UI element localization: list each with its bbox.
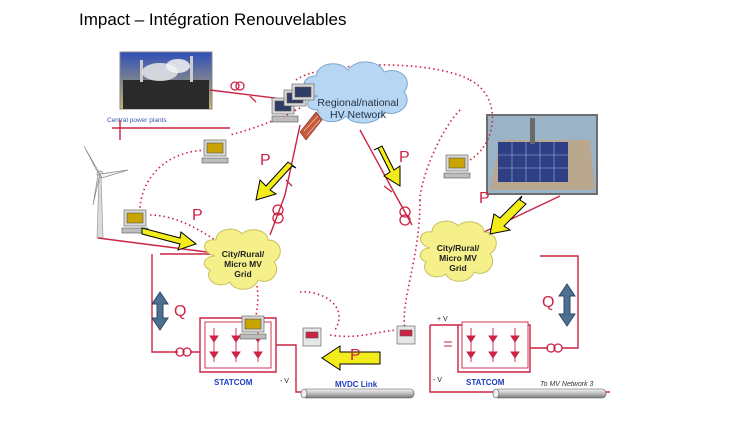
grid-left-line1: City/Rural/: [222, 249, 265, 259]
transformer-icons: [175, 81, 563, 357]
mvdc-cable: [300, 388, 415, 399]
p-label-mvdc: P: [350, 347, 361, 364]
p-label-solar: P: [479, 190, 490, 207]
meter-right-icon: [396, 325, 416, 345]
power-plant-label: Central power plants: [107, 117, 167, 124]
page-title: Impact – Intégration Renouvelables: [79, 10, 347, 29]
computer-hv-icon: [271, 83, 315, 123]
computer-statcom-icon: [239, 315, 267, 340]
p-arrow-hv-to-right: [373, 145, 401, 187]
p-arrow-mvdc: [321, 345, 381, 371]
plus-v-right: + V: [437, 316, 448, 323]
wind-turbine-icon: [83, 145, 129, 239]
firewall-icon: [299, 111, 323, 141]
hv-network-line2: HV Network: [330, 109, 387, 121]
solar-house-image: [486, 114, 598, 195]
to-network-label: To MV Network 3: [540, 381, 594, 388]
statcom-label-left: STATCOM: [214, 378, 253, 387]
hv-network-cloud: Regional/national HV Network: [303, 61, 408, 124]
hv-network-line1: Regional/national: [317, 97, 398, 109]
grid-right-line2: Micro MV: [439, 253, 477, 263]
grid-left-line3: Grid: [234, 269, 251, 279]
power-flow-arrows: [141, 145, 527, 371]
computer-plant-icon: [201, 139, 229, 164]
grid-left-line2: Micro MV: [224, 259, 262, 269]
grid-right-line1: City/Rural/: [437, 243, 480, 253]
p-arrow-hv-to-left: [255, 161, 297, 201]
p-label-right: P: [399, 149, 410, 166]
statcom-label-right: STATCOM: [466, 378, 505, 387]
q-label-right: Q: [542, 294, 554, 311]
converter-right: [444, 321, 529, 369]
power-plant-image: [119, 51, 213, 110]
meter-left-icon: [302, 327, 322, 347]
grid-right-line3: Grid: [449, 263, 466, 273]
minus-v-right: - V: [433, 377, 442, 384]
communication-links: [139, 64, 494, 338]
grid-right-cloud: City/Rural/ Micro MV Grid: [419, 220, 497, 282]
reactive-arrows: [151, 283, 576, 331]
q-arrow-right: [558, 283, 576, 327]
p-arrow-solar: [489, 195, 527, 235]
q-label-left: Q: [174, 303, 186, 320]
network-cable: [492, 388, 607, 399]
p-label-wind: P: [192, 207, 203, 224]
computer-wind-icon: [121, 209, 149, 234]
grid-left-cloud: City/Rural/ Micro MV Grid: [203, 228, 281, 290]
p-label-left: P: [260, 152, 271, 169]
minus-v-left: - V: [280, 378, 289, 385]
computer-solar-icon: [443, 154, 471, 179]
computer-icons: [121, 83, 471, 347]
q-arrow-left: [151, 291, 169, 331]
mvdc-link-label: MVDC Link: [335, 380, 378, 389]
p-arrow-wind: [141, 227, 198, 251]
